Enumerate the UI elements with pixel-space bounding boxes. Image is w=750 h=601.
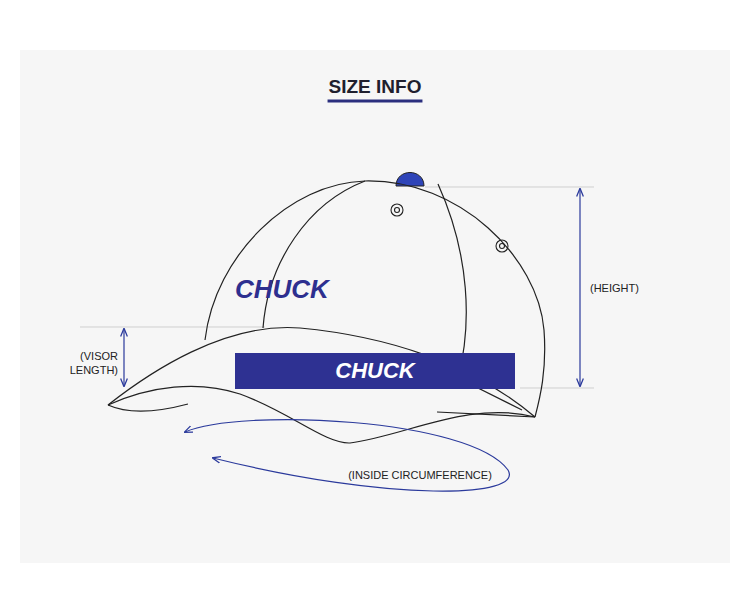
eyelets bbox=[391, 204, 508, 252]
cap-outline bbox=[108, 181, 545, 443]
height-label: (HEIGHT) bbox=[590, 282, 639, 294]
dimension-arrows bbox=[124, 189, 580, 491]
band-text: CHUCK bbox=[335, 358, 414, 384]
visor-length-label: (VISOR LENGTH) bbox=[68, 350, 118, 378]
background-panel bbox=[20, 50, 730, 563]
circumference-label: (INSIDE CIRCUMFERENCE) bbox=[345, 469, 495, 481]
guide-lines bbox=[80, 187, 594, 388]
cap-logo: CHUCK bbox=[235, 274, 329, 305]
band-box: CHUCK bbox=[235, 353, 515, 389]
title-underline bbox=[328, 100, 423, 103]
title: SIZE INFO bbox=[329, 76, 422, 98]
